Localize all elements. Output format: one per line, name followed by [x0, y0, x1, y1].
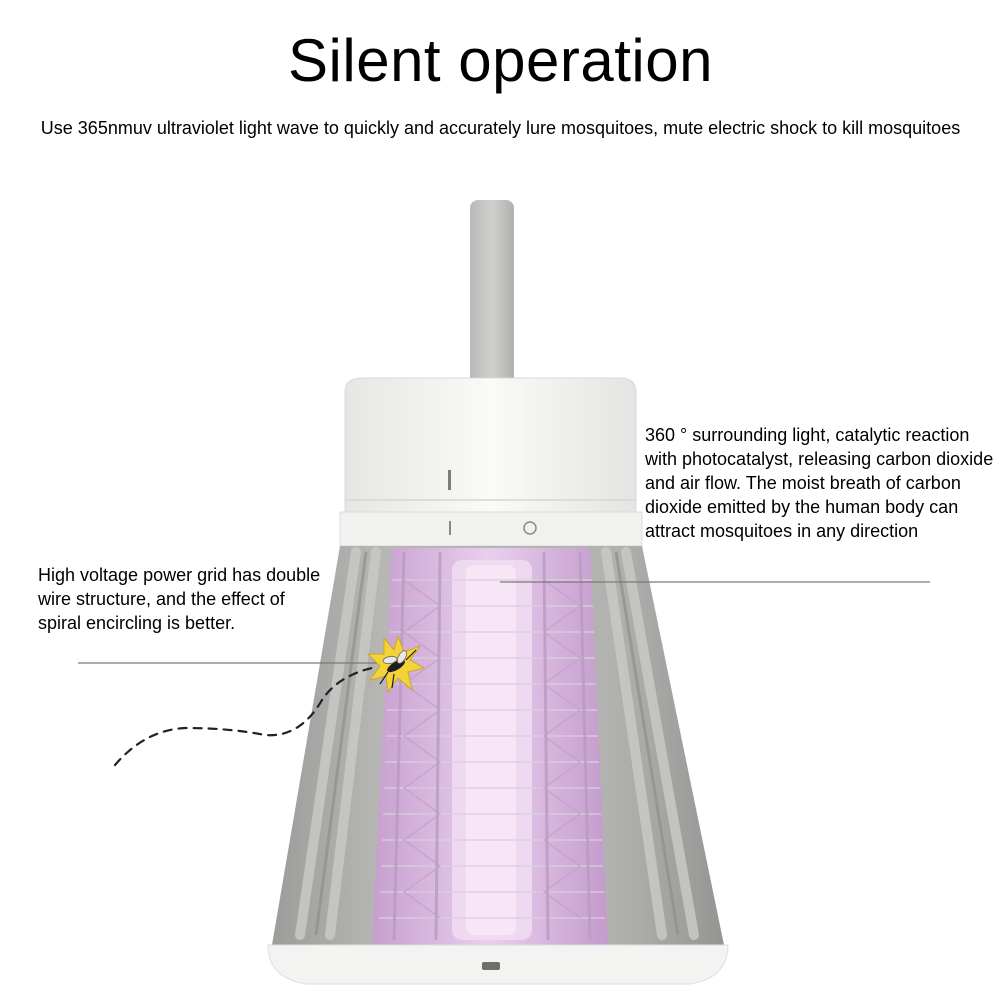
- page-subtitle: Use 365nmuv ultraviolet light wave to qu…: [40, 118, 961, 138]
- uv-glow-window: [372, 548, 608, 945]
- grid-verticals: [392, 551, 592, 941]
- indicator-light-icon: [523, 521, 537, 535]
- mosquito-flight-path: [113, 666, 374, 767]
- callout-lines: [78, 581, 930, 664]
- power-grid-callout: High voltage power grid has double wire …: [38, 565, 321, 633]
- mosquito-icon: [366, 634, 426, 694]
- page-title: Silent operation: [288, 27, 713, 94]
- lamp-top-cap: [339, 377, 643, 547]
- grid-zigzag: [402, 579, 582, 919]
- uv-light-callout: 360 ° surrounding light, catalytic react…: [645, 425, 994, 541]
- lamp-handle: [470, 200, 514, 390]
- lamp-base: [267, 944, 729, 985]
- electric-grid: [379, 579, 605, 919]
- power-switch-icon: [448, 470, 451, 535]
